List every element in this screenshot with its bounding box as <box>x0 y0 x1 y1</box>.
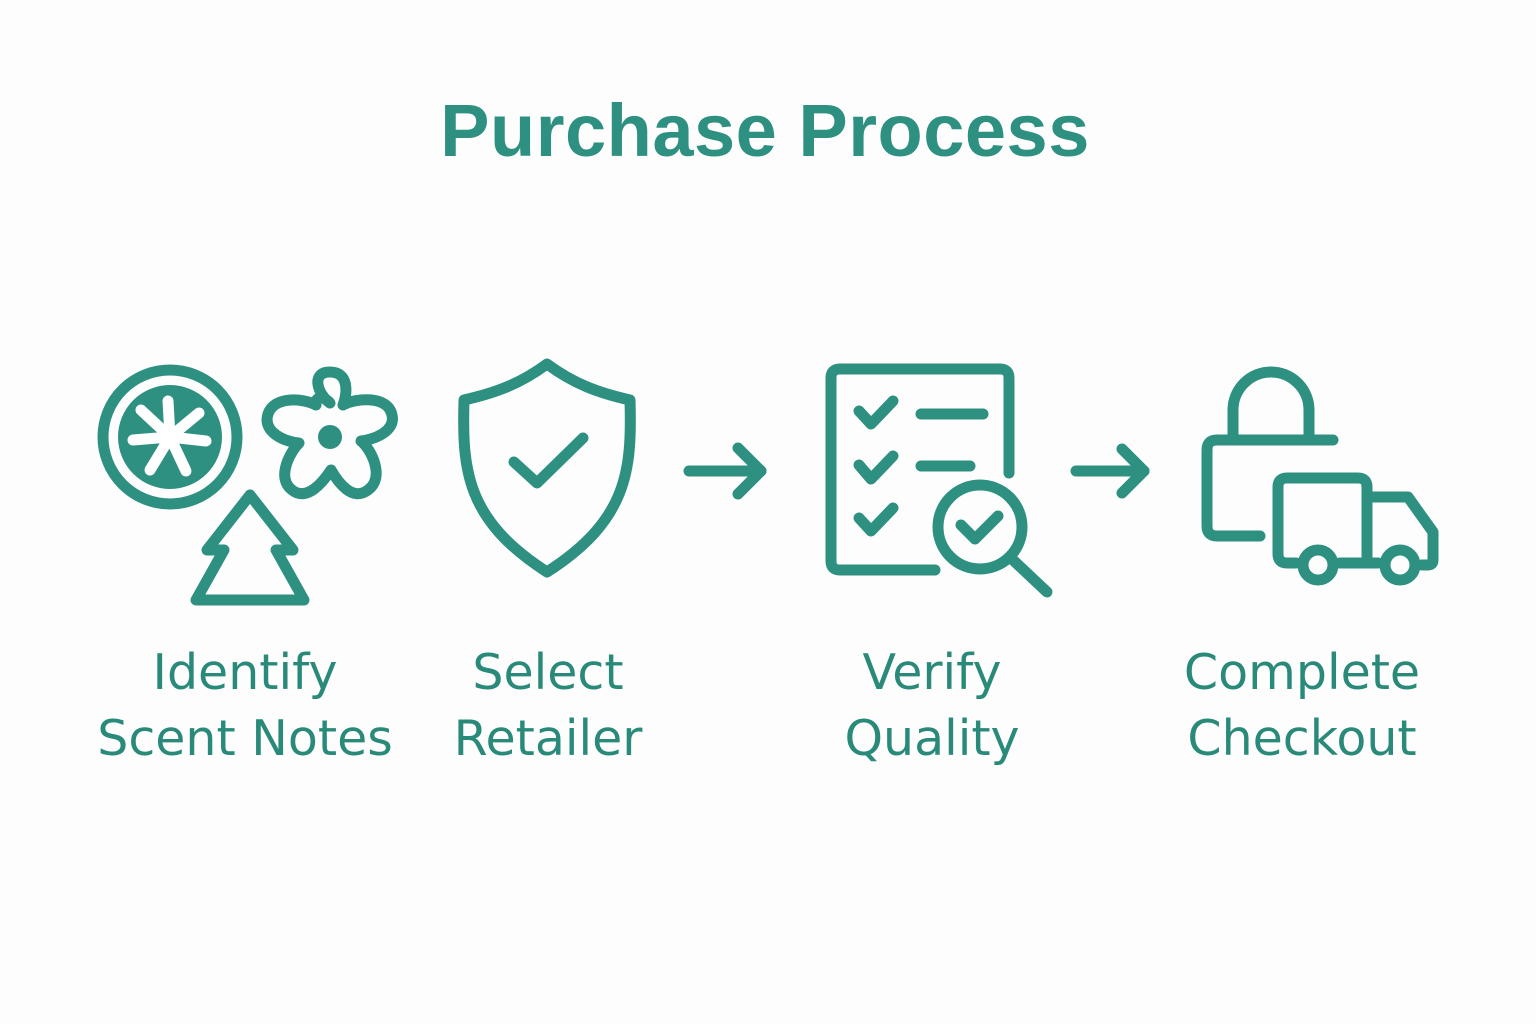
citrus-slice-icon <box>97 364 243 510</box>
step-label-verify-quality: Verify Quality <box>844 640 1019 772</box>
step-label-line2: Checkout <box>1187 710 1417 767</box>
step-label-complete-checkout: Complete Checkout <box>1184 640 1420 772</box>
shield-check-icon <box>458 358 636 578</box>
step-label-line1: Complete <box>1183 644 1421 701</box>
step-label-line1: Identify <box>152 644 338 701</box>
page-title: Purchase Process <box>440 89 1090 172</box>
step-label-identify-scent-notes: Identify Scent Notes <box>97 640 393 772</box>
step-label-line1: Verify <box>862 644 1002 701</box>
arrow-right-icon <box>683 442 767 500</box>
arrow-right-icon <box>1070 443 1150 499</box>
delivery-truck-icon <box>1272 472 1439 586</box>
checklist-magnifier-icon <box>825 363 1053 598</box>
step-label-line2: Retailer <box>453 710 643 767</box>
step-label-line1: Select <box>472 644 624 701</box>
step-label-line2: Quality <box>844 710 1020 767</box>
step-label-select-retailer: Select Retailer <box>454 640 643 772</box>
lock-icon <box>1201 366 1339 542</box>
pine-tree-icon <box>190 489 310 606</box>
step-label-line2: Scent Notes <box>97 710 393 767</box>
step-1-icons <box>97 364 398 606</box>
flower-icon <box>261 366 398 500</box>
